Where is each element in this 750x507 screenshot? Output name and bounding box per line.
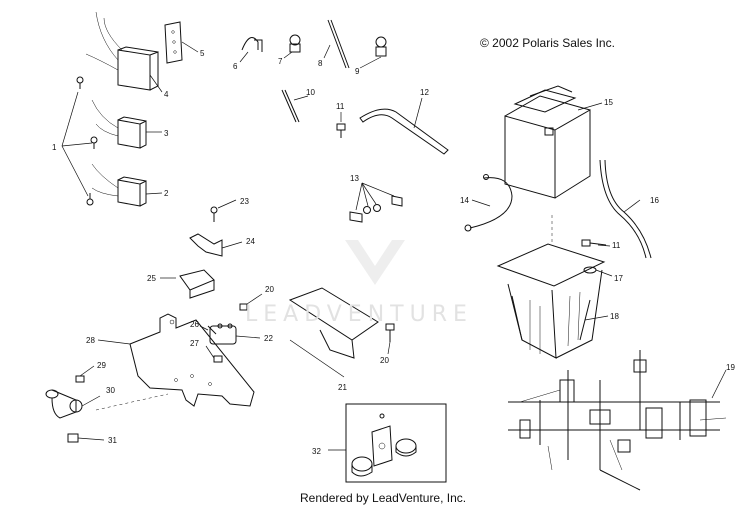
part-9-clamp	[359, 36, 387, 69]
part-29-bolt	[75, 365, 95, 383]
part-23-screw	[210, 199, 237, 222]
callout-30: 30	[106, 386, 115, 395]
callout-25: 25	[147, 274, 156, 283]
callout-24: 24	[246, 237, 255, 246]
part-1-screws	[61, 76, 98, 206]
part-27-nut	[205, 345, 223, 363]
callout-15: 15	[604, 98, 613, 107]
callout-20b: 20	[380, 356, 389, 365]
callout-23: 23	[240, 197, 249, 206]
callout-4: 4	[164, 90, 169, 99]
part-32-kit	[328, 403, 447, 483]
callout-13: 13	[350, 174, 359, 183]
callout-26: 26	[190, 320, 199, 329]
callout-18: 18	[610, 312, 619, 321]
callout-14: 14	[460, 196, 469, 205]
part-3-relay	[91, 99, 162, 149]
callout-9: 9	[355, 67, 360, 76]
callout-22: 22	[264, 334, 273, 343]
footer-credit: Rendered by LeadVenture, Inc.	[300, 491, 467, 505]
callouts: 1 2 3 4 5 6 7 8 9 10 11 11 12 13 14 15 1…	[52, 49, 735, 456]
callout-31: 31	[108, 436, 117, 445]
watermark-text: LEADVENTURE	[245, 302, 473, 327]
part-22-solenoid	[209, 323, 261, 345]
part-13-hardware	[349, 182, 403, 223]
part-24-bracket	[189, 233, 243, 257]
callout-27: 27	[190, 339, 199, 348]
callout-5: 5	[200, 49, 205, 58]
part-7-clamp	[283, 34, 301, 59]
callout-28: 28	[86, 336, 95, 345]
part-28-plate	[95, 313, 255, 411]
part-12-strap	[359, 97, 449, 155]
part-18-battery-box	[496, 215, 609, 359]
part-11-bolt-2	[581, 239, 611, 247]
part-16-hose	[599, 159, 652, 259]
part-30-bushing	[45, 389, 101, 419]
part-5-bracket	[164, 21, 199, 64]
callout-19: 19	[726, 363, 735, 372]
callout-11a: 11	[336, 102, 345, 111]
callout-29: 29	[97, 361, 106, 370]
part-21-cover	[288, 287, 379, 378]
callout-3: 3	[164, 129, 169, 138]
part-31-cap	[67, 433, 105, 443]
part-2-relay	[91, 163, 163, 207]
part-14-cable	[464, 174, 513, 232]
part-19-harness	[508, 350, 727, 491]
callout-12: 12	[420, 88, 429, 97]
callout-7: 7	[278, 57, 283, 66]
callout-10: 10	[306, 88, 315, 97]
part-15-battery	[504, 85, 603, 199]
callout-1: 1	[52, 143, 57, 152]
callout-6: 6	[233, 62, 238, 71]
part-4-relay	[85, 11, 163, 93]
part-10-rod	[281, 89, 309, 123]
part-17-washer	[583, 266, 613, 277]
part-8-rod	[323, 19, 350, 69]
watermark-logo	[345, 240, 405, 285]
callout-32: 32	[312, 447, 321, 456]
callout-21: 21	[338, 383, 347, 392]
part-11-bolt	[336, 112, 346, 138]
callout-16: 16	[650, 196, 659, 205]
part-6-clip	[239, 37, 263, 63]
part-25-relay	[160, 269, 215, 299]
part-20-bolt	[239, 293, 263, 311]
callout-2: 2	[164, 189, 169, 198]
callout-11b: 11	[612, 241, 621, 250]
part-20-bolt-2	[385, 323, 395, 355]
callout-20a: 20	[265, 285, 274, 294]
copyright-text: © 2002 Polaris Sales Inc.	[480, 36, 615, 50]
callout-8: 8	[318, 59, 323, 68]
callout-17: 17	[614, 274, 623, 283]
